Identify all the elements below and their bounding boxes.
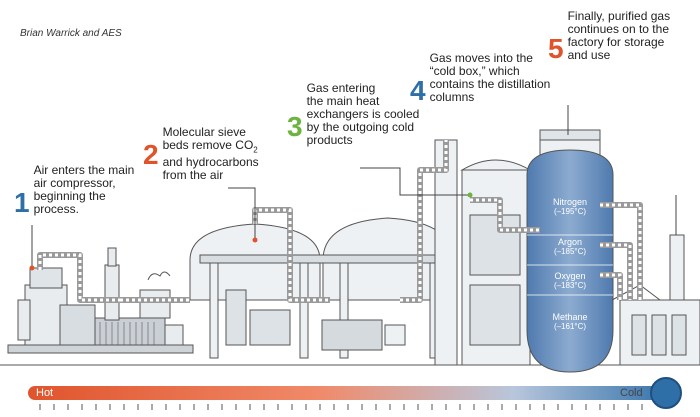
temperature-bar xyxy=(28,386,676,400)
step-number: 5 xyxy=(548,33,564,64)
gas-argon: Argon(–185°C) xyxy=(553,237,587,256)
molecular-sieve-beds xyxy=(189,217,454,359)
step-text: Molecular sieve beds remove CO2 and hydr… xyxy=(162,125,259,183)
factory xyxy=(611,234,700,366)
gas-nitrogen: Nitrogen(–195°C) xyxy=(552,197,588,216)
pipe-highlights xyxy=(38,140,642,302)
step-number: 3 xyxy=(287,111,303,142)
leader-dot-green xyxy=(467,192,473,198)
step-number: 1 xyxy=(14,187,30,218)
air-compressor xyxy=(7,247,194,354)
cold-bulb xyxy=(650,377,682,409)
steam-puff xyxy=(147,271,171,281)
scale-ticks xyxy=(39,404,643,410)
distillation-column xyxy=(526,129,614,373)
step-4: 4 Gas moves into the“cold box,” which co… xyxy=(410,51,551,106)
step-text: Gas moves into the“cold box,” which cont… xyxy=(429,51,551,104)
step-number: 4 xyxy=(410,75,426,106)
scale-cold-label: Cold xyxy=(620,387,643,399)
scale-hot-label: Hot xyxy=(36,387,54,399)
leader-dots xyxy=(29,237,258,271)
image-credit: Brian Warrick and AES xyxy=(20,28,122,39)
leader-lines xyxy=(31,105,677,268)
step-2: 2 Molecular sieve beds remove CO2 and hy… xyxy=(143,126,259,182)
step-number: 2 xyxy=(143,139,159,170)
gas-methane: Methane(–161°C) xyxy=(552,312,588,331)
gas-oxygen: Oxygen(–183°C) xyxy=(553,271,587,290)
heat-exchanger xyxy=(434,139,532,366)
